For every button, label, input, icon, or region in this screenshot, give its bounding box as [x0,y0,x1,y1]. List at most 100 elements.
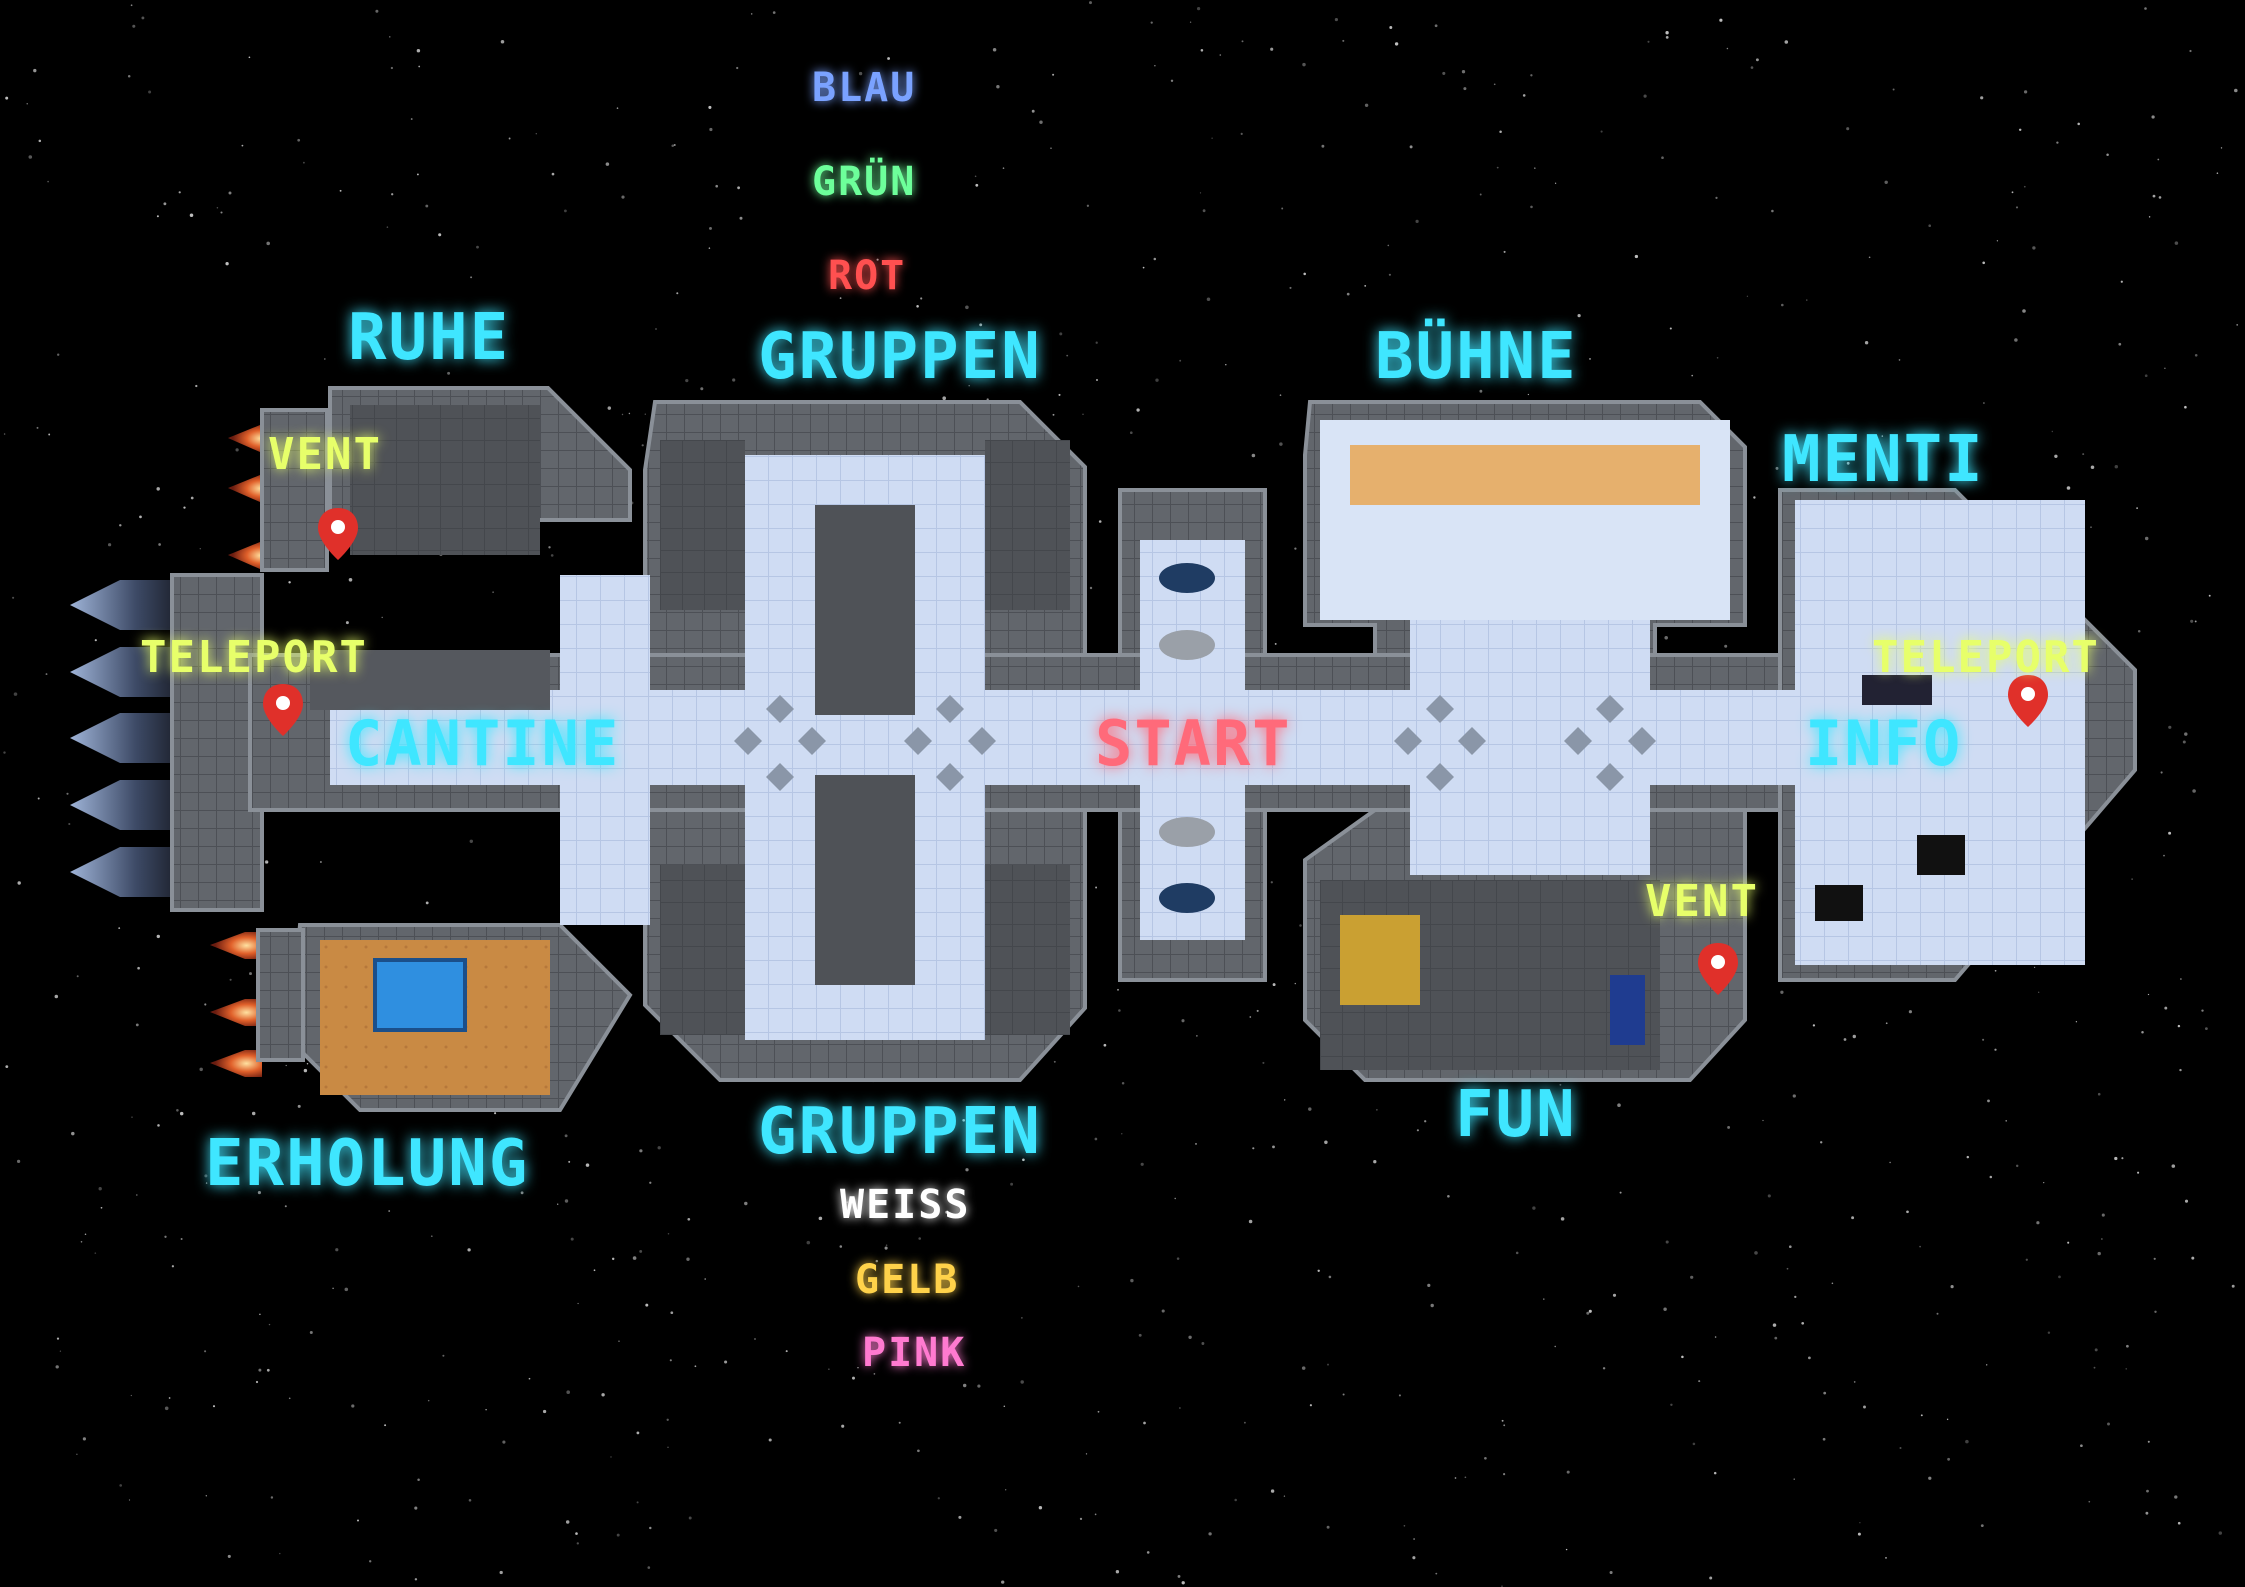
star [33,68,37,73]
star [80,1241,83,1243]
star [1094,1137,1098,1141]
star [1881,435,1884,437]
teleport-left-marker[interactable] [263,684,303,736]
star [135,1023,139,1027]
star [1416,1129,1419,1132]
poi-label-vent-left: VENT [268,429,382,480]
star [499,1570,503,1575]
star [666,1418,669,1421]
star [1274,642,1277,645]
star [1327,1363,1329,1366]
star [47,180,49,183]
star [2144,536,2149,541]
star [1248,1219,1253,1224]
star [204,1003,207,1006]
star [178,191,181,194]
star [918,1237,921,1240]
star [137,966,140,970]
star [732,378,736,382]
star [636,1501,639,1504]
star [2101,1213,2105,1217]
star [2014,338,2018,342]
room-label-start: START [1095,707,1292,780]
star [2023,185,2026,188]
star [846,1201,848,1203]
star [520,1191,524,1195]
star [1272,1145,1275,1149]
star [1823,1391,1827,1395]
star [2137,630,2141,633]
star [1121,1082,1125,1085]
star [962,1383,967,1388]
star [687,1217,691,1221]
star [937,1497,940,1500]
star [1143,1421,1146,1425]
star [1806,299,1808,301]
star [942,396,946,401]
team-blau-label: BLAU [812,65,917,111]
star [1129,431,1133,435]
star [258,1368,262,1372]
star [1021,1317,1023,1319]
star [2025,1258,2028,1261]
star [199,1067,203,1072]
star [1669,327,1672,330]
star [1430,1303,1434,1308]
star [557,1203,559,1205]
star [2168,725,2172,729]
star [1609,1570,1613,1575]
star [1892,88,1895,91]
star [467,1248,471,1252]
star [425,204,429,208]
vent-left-marker[interactable] [318,508,358,560]
star [1919,1245,1921,1248]
room-label-erholung: ERHOLUNG [205,1127,530,1201]
star [1121,1133,1123,1135]
star [876,258,879,261]
star [345,621,349,625]
star [607,406,612,410]
star [667,1446,669,1448]
star [1822,1437,1826,1441]
star [369,1560,372,1563]
star [2136,507,2138,509]
star [1762,1119,1764,1122]
star [1982,402,1985,404]
star [344,1287,349,1292]
star [1058,393,1061,396]
star [2137,1171,2140,1174]
star [76,975,79,978]
star [645,1303,649,1307]
star [676,292,679,295]
star [2067,1241,2070,1244]
star [2094,1348,2098,1352]
star [1117,988,1119,991]
star [1201,1342,1205,1345]
star [700,387,704,391]
star [1554,1345,1556,1348]
star [416,173,419,176]
star [2075,1021,2078,1023]
star [1270,1489,1275,1493]
star [1324,1140,1328,1145]
star [568,1160,571,1163]
star [1947,1457,1951,1461]
star [1388,273,1391,276]
star [2080,1444,2083,1448]
star [303,161,305,164]
star [1251,453,1256,458]
star [45,673,48,676]
teleport-right-marker[interactable] [2008,675,2048,727]
star [339,189,342,192]
star [1857,1532,1861,1536]
star [1846,461,1850,465]
vent-right-marker[interactable] [1698,943,1738,995]
star [1950,1285,1954,1289]
star [1373,1160,1377,1164]
room-label-info: INFO [1805,707,1963,780]
star [1966,1155,1970,1159]
team-weiss-label: WEISS [840,1182,971,1228]
star [2023,90,2028,94]
star [1389,26,1393,29]
star [1853,1381,1856,1383]
